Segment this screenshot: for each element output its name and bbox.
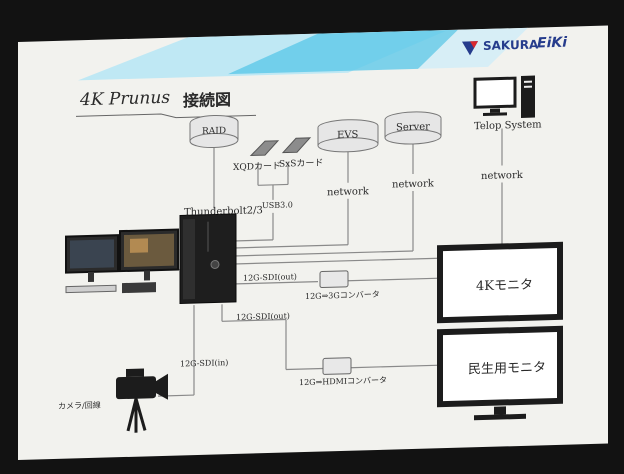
monitor-4k bbox=[437, 241, 563, 324]
raid-node bbox=[189, 114, 239, 149]
slide-header-stripes bbox=[78, 27, 528, 81]
workstation-tower bbox=[179, 213, 237, 304]
evs-node bbox=[317, 119, 379, 153]
label-thunderbolt: Thunderbolt2/3 bbox=[184, 205, 263, 219]
label-converter-3g: 12G⇒3Gコンバータ bbox=[305, 289, 380, 301]
camera-icon bbox=[116, 368, 168, 433]
server-node bbox=[384, 111, 442, 145]
converter-hdmi bbox=[322, 357, 352, 375]
logo-mark bbox=[462, 41, 478, 56]
label-4k-monitor: 4Kモニタ bbox=[476, 277, 533, 295]
label-server: Server bbox=[396, 121, 430, 134]
monitor-consumer bbox=[437, 325, 563, 421]
label-network-evs: network bbox=[327, 186, 369, 199]
label-sdi-in: 12G-SDI(in) bbox=[180, 358, 229, 369]
presentation-slide: SAKURA EiKi 4K Prunus 接続図 bbox=[18, 25, 608, 461]
label-sxs-card: SxSカード bbox=[279, 158, 324, 170]
connection-lines bbox=[158, 128, 503, 397]
label-xqd-card: XQDカード bbox=[233, 161, 282, 173]
stripe-cyan bbox=[228, 29, 458, 75]
label-evs: EVS bbox=[337, 129, 359, 142]
converter-3g bbox=[319, 270, 349, 289]
editing-workstation-display bbox=[65, 228, 179, 294]
label-sdi-out-2: 12G-SDI(out) bbox=[236, 311, 290, 322]
telop-pc-icon bbox=[473, 75, 535, 118]
label-sdi-out-1: 12G-SDI(out) bbox=[243, 272, 297, 283]
label-network-server: network bbox=[392, 178, 434, 191]
sxs-card-icon bbox=[281, 137, 312, 154]
label-usb: USB3.0 bbox=[262, 200, 293, 211]
label-telop-system: Telop System bbox=[474, 119, 542, 133]
label-raid: RAID bbox=[202, 126, 227, 137]
label-camera: カメラ/回線 bbox=[58, 400, 101, 411]
label-consumer-monitor: 民生用モニタ bbox=[468, 360, 547, 378]
xqd-card-icon bbox=[249, 140, 280, 157]
connection-diagram bbox=[65, 75, 563, 433]
label-network-telop: network bbox=[481, 169, 523, 183]
